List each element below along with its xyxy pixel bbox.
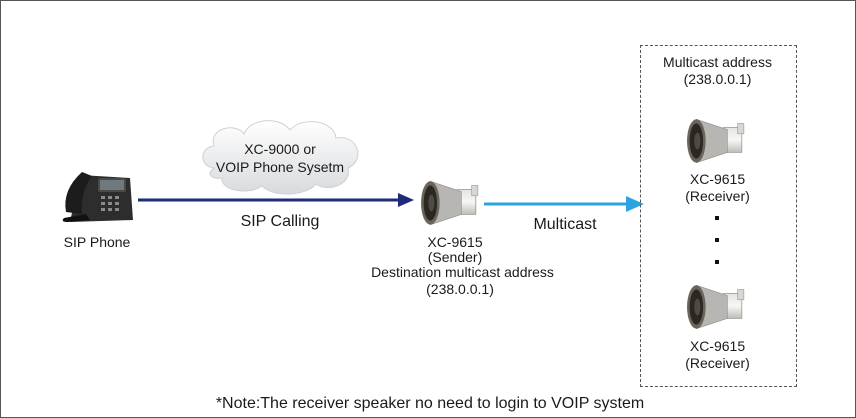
sender-role: (Sender): [427, 249, 483, 265]
group-title: Multicast address: [663, 54, 772, 70]
footer-note: *Note:The receiver speaker no need to lo…: [215, 395, 645, 412]
receiver1-role: (Receiver): [685, 188, 750, 204]
multicast-label: Multicast: [533, 216, 597, 233]
cloud-label-line2: VOIP Phone Sysetm: [215, 159, 345, 175]
ip-phone-icon: [62, 172, 133, 222]
sender-dest-value: (238.0.0.1): [426, 281, 494, 297]
receiver2-role: (Receiver): [685, 355, 750, 371]
sip-calling-label: SIP Calling: [240, 213, 320, 230]
receiver2-model: XC-9615: [689, 338, 746, 354]
cloud-label-line1: XC-9000 or: [244, 141, 316, 157]
sender-dest-title: Destination multicast address: [371, 264, 554, 280]
cloud-icon: [202, 120, 359, 195]
receiver1-model: XC-9615: [689, 171, 746, 187]
multicast-link: [484, 196, 644, 212]
sip-link: [138, 193, 414, 207]
phone-label: SIP Phone: [64, 234, 131, 250]
sender-model: XC-9615: [427, 234, 483, 250]
continuation-dots: [715, 216, 719, 264]
group-address: (238.0.0.1): [683, 71, 752, 87]
multicast-group-box: [640, 45, 797, 387]
sender-horn-speaker-icon: [420, 180, 479, 226]
